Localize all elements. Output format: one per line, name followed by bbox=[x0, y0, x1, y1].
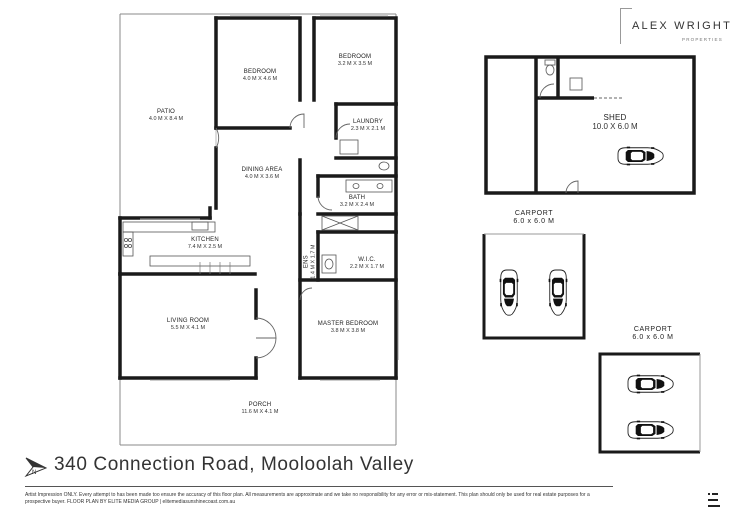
room-name: PATIO bbox=[156, 109, 176, 115]
svg-text:N: N bbox=[32, 470, 36, 476]
room-dims: 1.4 M X 1.7 M bbox=[310, 244, 317, 279]
room-name: SHED bbox=[603, 113, 627, 122]
room-name: W.I.C. bbox=[358, 257, 376, 263]
room-name: BEDROOM bbox=[243, 69, 277, 75]
room-porch: PORCH 11.6 M X 4.1 M bbox=[242, 402, 279, 415]
carport-dims: 6.0 x 6.0 M bbox=[632, 334, 674, 342]
room-bedroom-2: BEDROOM 3.2 M X 3.5 M bbox=[338, 54, 372, 67]
room-dining-area: DINING AREA 4.0 M X 3.6 M bbox=[242, 167, 283, 180]
elite-media-logo-icon bbox=[708, 493, 720, 507]
room-dims: 2.3 M X 2.1 M bbox=[350, 125, 386, 132]
room-living: LIVING ROOM 5.5 M X 4.1 M bbox=[167, 318, 209, 331]
property-address: 340 Connection Road, Mooloolah Valley bbox=[54, 454, 414, 475]
room-dims: 3.2 M X 2.4 M bbox=[339, 201, 375, 208]
room-dims: 7.4 M X 2.5 M bbox=[187, 243, 223, 250]
carport-dims: 6.0 x 6.0 M bbox=[513, 218, 555, 226]
room-laundry: LAUNDRY 2.3 M X 2.1 M bbox=[351, 119, 385, 132]
carport-2-label: CARPORT 6.0 x 6.0 M bbox=[632, 326, 673, 342]
carport-name: CARPORT bbox=[633, 326, 673, 333]
room-dims: 3.8 M X 3.8 M bbox=[330, 327, 366, 334]
room-wic: W.I.C. 2.2 M X 1.7 M bbox=[350, 257, 384, 270]
carport-name: CARPORT bbox=[514, 210, 554, 217]
room-dims: 3.2 M X 3.5 M bbox=[337, 60, 373, 67]
room-kitchen: KITCHEN 7.4 M X 2.5 M bbox=[188, 237, 222, 250]
room-name: BATH bbox=[348, 195, 366, 201]
room-shed: SHED 10.0 X 6.0 M bbox=[592, 113, 637, 131]
room-bath: BATH 3.2 M X 2.4 M bbox=[340, 195, 374, 208]
room-dims: 10.0 X 6.0 M bbox=[592, 122, 638, 132]
north-arrow-icon: N bbox=[24, 457, 48, 478]
room-name: KITCHEN bbox=[191, 237, 219, 243]
room-patio: PATIO 4.0 M X 8.4 M bbox=[149, 109, 183, 122]
room-dims: 4.0 M X 4.6 M bbox=[242, 75, 278, 82]
room-bedroom-1: BEDROOM 4.0 M X 4.6 M bbox=[243, 69, 277, 82]
room-name: LAUNDRY bbox=[353, 119, 383, 125]
brand-logo: ALEX WRIGHT PROPERTIES bbox=[620, 8, 745, 48]
carport-1-label: CARPORT 6.0 x 6.0 M bbox=[513, 210, 554, 226]
room-name: MASTER BEDROOM bbox=[317, 321, 379, 327]
disclaimer-text: Artist Impression ONLY. Every attempt to… bbox=[25, 492, 590, 505]
room-name: BEDROOM bbox=[338, 54, 372, 60]
room-name: ENS bbox=[303, 255, 310, 269]
room-master-bedroom: MASTER BEDROOM 3.8 M X 3.8 M bbox=[318, 321, 378, 334]
room-dims: 2.2 M X 1.7 M bbox=[349, 263, 385, 270]
room-dims: 4.0 M X 3.6 M bbox=[244, 173, 280, 180]
room-name: DINING AREA bbox=[241, 167, 283, 173]
room-dims: 11.6 M X 4.1 M bbox=[241, 408, 279, 415]
brand-subtitle: PROPERTIES bbox=[682, 37, 723, 42]
room-ens: ENS 1.4 M X 1.7 M bbox=[303, 244, 316, 278]
brand-name: ALEX WRIGHT bbox=[632, 20, 732, 32]
room-dims: 5.5 M X 4.1 M bbox=[170, 324, 206, 331]
room-name: PORCH bbox=[248, 402, 272, 408]
divider bbox=[25, 486, 613, 487]
room-dims: 4.0 M X 8.4 M bbox=[148, 115, 184, 122]
room-name: LIVING ROOM bbox=[166, 318, 210, 324]
